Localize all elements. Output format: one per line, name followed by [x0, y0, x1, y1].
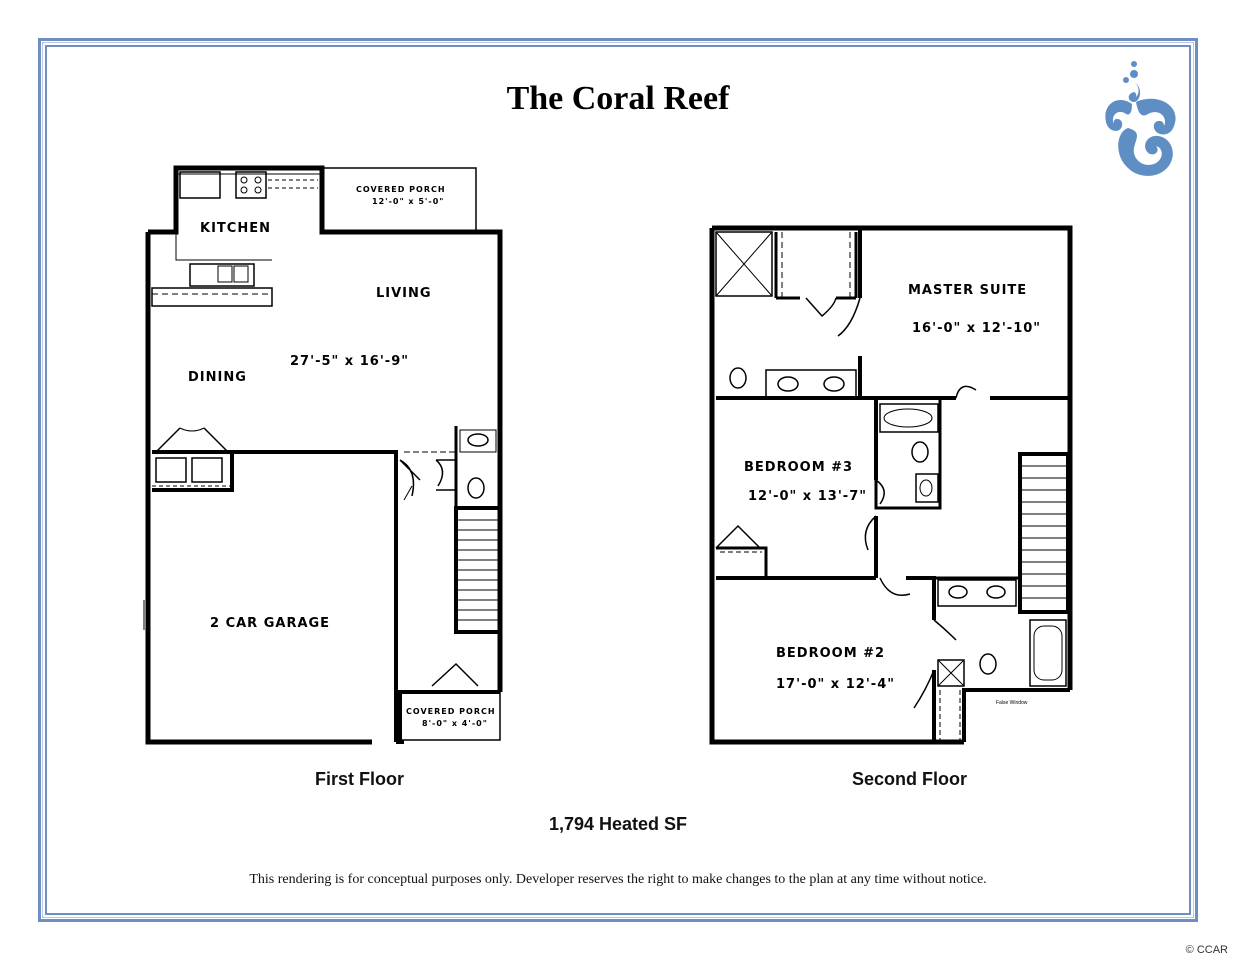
label-false-window: False Window — [996, 700, 1028, 706]
label-living-dims: 27'-5" x 16'-9" — [290, 354, 409, 369]
label-kitchen: KITCHEN — [200, 221, 271, 236]
label-dining: DINING — [188, 370, 247, 385]
label-bedroom-3-dims: 12'-0" x 13'-7" — [748, 489, 867, 504]
swirl-logo-icon — [1105, 61, 1176, 176]
first-floor-plan — [143, 165, 503, 745]
label-porch-back-dims: 12'-0" x 5'-0" — [372, 197, 444, 206]
plan-title: The Coral Reef — [506, 80, 730, 117]
label-porch-front-dims: 8'-0" x 4'-0" — [422, 719, 488, 728]
label-master-suite: MASTER SUITE — [908, 283, 1027, 298]
label-living: LIVING — [376, 286, 432, 301]
copyright-text: © CCAR — [1185, 944, 1228, 956]
first-floor-label: First Floor — [315, 769, 404, 789]
label-master-dims: 16'-0" x 12'-10" — [912, 321, 1041, 336]
disclaimer-text: This rendering is for conceptual purpose… — [249, 872, 987, 887]
second-floor-label: Second Floor — [852, 769, 968, 789]
page-border-outer — [38, 38, 1198, 922]
label-bedroom-3: BEDROOM #3 — [744, 460, 853, 475]
label-garage: 2 CAR GARAGE — [210, 616, 330, 631]
second-floor-plan — [709, 225, 1073, 745]
page-border-inner — [45, 45, 1191, 915]
label-porch-back: COVERED PORCH — [356, 185, 446, 194]
label-bedroom-2-dims: 17'-0" x 12'-4" — [776, 677, 895, 692]
label-bedroom-2: BEDROOM #2 — [776, 646, 885, 661]
label-porch-front: COVERED PORCH — [406, 707, 496, 716]
heated-sf-label: 1,794 Heated SF — [548, 814, 688, 834]
page-border-mid — [42, 42, 1194, 918]
